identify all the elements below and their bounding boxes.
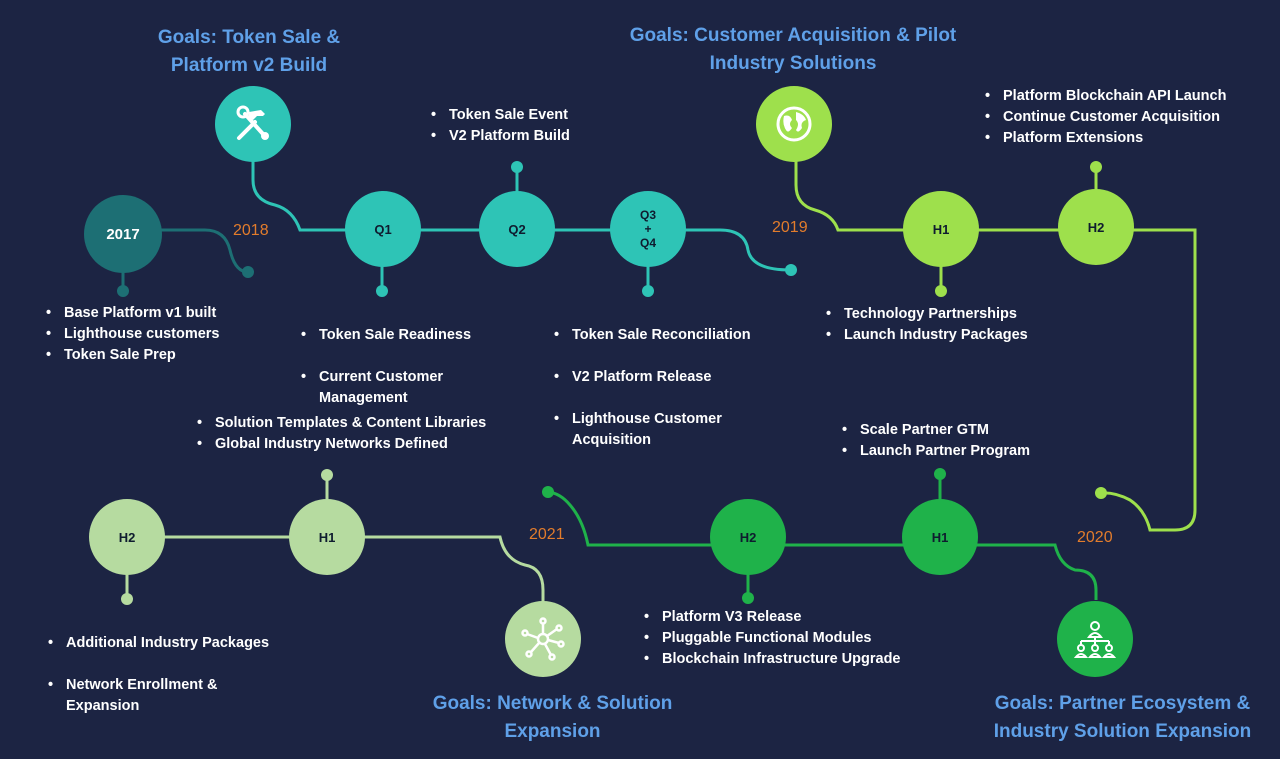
globe-icon: [756, 86, 832, 162]
bullet-item: Additional Industry Packages: [48, 633, 269, 654]
node-q1: Q1: [345, 191, 421, 267]
tools-icon: [215, 86, 291, 162]
connector-2017: [160, 228, 249, 274]
node-h2-2021: H2: [89, 499, 165, 575]
bullet-item: Launch Industry Packages: [826, 325, 1028, 346]
timeline-2019: [794, 160, 1197, 532]
bullet-item: Token Sale Prep: [46, 345, 220, 366]
connector-end-dot: [1095, 487, 1107, 499]
connector-end-dot: [542, 486, 554, 498]
goal-2018-heading: Goals: Token Sale & Platform v2 Build: [157, 27, 341, 76]
node-h2-2020: H2: [710, 499, 786, 575]
stem-dot: [934, 468, 946, 480]
bullet-item: Platform V3 Release: [644, 607, 901, 628]
node-q2-label: Q2: [508, 221, 526, 237]
node-h1-2020: H1: [902, 499, 978, 575]
node-q2: Q2: [479, 191, 555, 267]
bullet-item: Solution Templates & Content Libraries: [197, 413, 486, 434]
globe-icon-glyph: [776, 106, 812, 142]
goal-2019-heading: Goals: Customer Acquisition & Pilot Indu…: [629, 25, 957, 74]
bullet-item: Blockchain Infrastructure Upgrade: [644, 649, 901, 670]
bullet-item: Current Customer Management: [301, 367, 471, 409]
node-q3-q4: Q3 + Q4: [610, 191, 686, 267]
timeline-2018: [251, 150, 791, 272]
node-h2-2021-label: H2: [118, 529, 136, 545]
timeline-2020: [547, 490, 1098, 600]
bullet-item: Continue Customer Acquisition: [985, 107, 1226, 128]
bullets-h2-2020: Platform V3 Release Pluggable Functional…: [644, 607, 901, 670]
bullet-item: Lighthouse customers: [46, 324, 220, 345]
stem-dot: [376, 285, 388, 297]
stem-dot: [511, 161, 523, 173]
bullet-item: Token Sale Event: [431, 105, 570, 126]
bullets-h1-2019: Technology Partnerships Launch Industry …: [826, 304, 1028, 346]
bullet-item: Launch Partner Program: [842, 441, 1030, 462]
node-q1-label: Q1: [374, 221, 392, 237]
bullets-q1: Token Sale Readiness Current Customer Ma…: [301, 304, 471, 430]
node-h2-2020-label: H2: [739, 529, 757, 545]
goal-2021-heading: Goals: Network & Solution Expansion: [432, 693, 673, 742]
node-h1-2019-label: H1: [932, 221, 950, 237]
goal-2020-heading: Goals: Partner Ecosystem & Industry Solu…: [993, 693, 1252, 742]
bullet-item: Platform Extensions: [985, 128, 1226, 149]
bullet-item: Scale Partner GTM: [842, 420, 1030, 441]
stem-dot: [121, 593, 133, 605]
bullets-q2: Token Sale Event V2 Platform Build: [431, 105, 570, 147]
network-icon-glyph: [521, 617, 565, 661]
bullet-item: Lighthouse Customer Acquisition: [554, 409, 751, 451]
network-icon: [505, 601, 581, 677]
connector-end-dot: [785, 264, 797, 276]
bullet-item: V2 Platform Release: [554, 367, 751, 388]
year-label-2017: 2017: [106, 225, 140, 243]
bullets-q3-q4: Token Sale Reconciliation V2 Platform Re…: [554, 304, 751, 472]
bullets-2017: Base Platform v1 built Lighthouse custom…: [46, 303, 220, 366]
node-h2-2019: H2: [1058, 189, 1134, 265]
bullet-item: Technology Partnerships: [826, 304, 1028, 325]
stem-dot: [935, 285, 947, 297]
bullet-item: Global Industry Networks Defined: [197, 434, 486, 455]
stem-dot: [117, 285, 129, 297]
node-h1-2020-label: H1: [931, 529, 949, 545]
stem-dot: [642, 285, 654, 297]
node-h1-2021: H1: [289, 499, 365, 575]
year-label-2018: 2018: [233, 222, 269, 239]
bullet-item: Token Sale Readiness: [301, 325, 471, 346]
bullet-item: Network Enrollment & Expansion: [48, 675, 269, 717]
node-q3-q4-label: Q3 + Q4: [639, 208, 656, 250]
tools-icon-glyph: [236, 105, 269, 140]
year-label-2019: 2019: [772, 219, 808, 236]
bullets-h1-2021: Solution Templates & Content Libraries G…: [197, 413, 486, 455]
year-label-2020: 2020: [1077, 529, 1113, 546]
bullet-item: V2 Platform Build: [431, 126, 570, 147]
node-h2-2019-label: H2: [1087, 219, 1105, 235]
bullets-h1-2020: Scale Partner GTM Launch Partner Program: [842, 420, 1030, 462]
node-h1-2019: H1: [903, 191, 979, 267]
bullets-h2-2019: Platform Blockchain API Launch Continue …: [985, 86, 1226, 149]
bullet-item: Token Sale Reconciliation: [554, 325, 751, 346]
bullet-item: Pluggable Functional Modules: [644, 628, 901, 649]
bullet-item: Base Platform v1 built: [46, 303, 220, 324]
bullets-h2-2021: Additional Industry Packages Network Enr…: [48, 612, 269, 738]
stem-dot: [321, 469, 333, 481]
bullet-item: Platform Blockchain API Launch: [985, 86, 1226, 107]
org-chart-icon: [1057, 601, 1133, 677]
stem-dot: [1090, 161, 1102, 173]
node-h1-2021-label: H1: [318, 529, 336, 545]
timeline-2021: [160, 535, 545, 610]
year-label-2021: 2021: [529, 526, 565, 543]
connector-end-dot: [242, 266, 254, 278]
stem-dot: [742, 592, 754, 604]
year-node-2017: 2017: [84, 195, 162, 273]
org-chart-icon-glyph: [1073, 621, 1117, 658]
